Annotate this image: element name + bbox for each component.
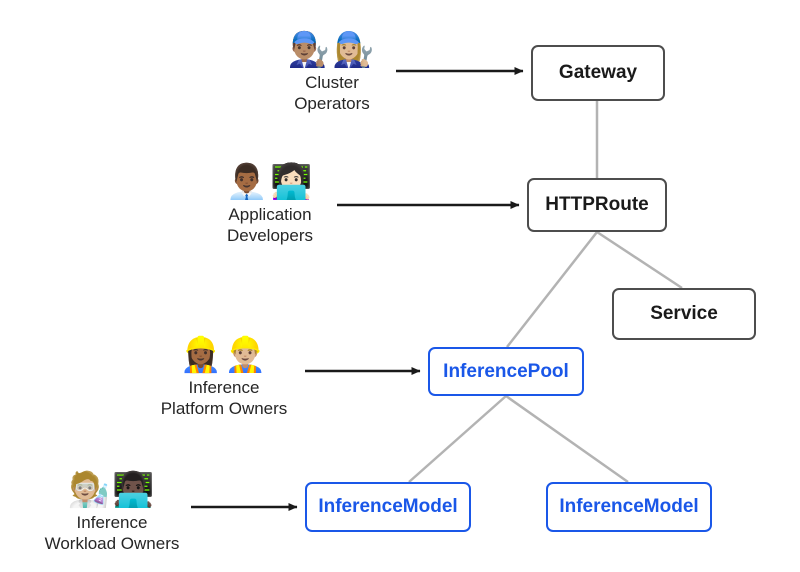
node-gateway-label: Gateway [558, 62, 638, 83]
node-inferencemodel-right-label: InferenceModel [559, 496, 699, 517]
node-inferencemodel-left[interactable]: InferenceModel [305, 482, 471, 532]
persona-cluster-operators: 👨🏽‍🔧👩🏼‍🔧 Cluster Operators [232, 30, 432, 114]
office-worker-technologist-pair-icon: 👨🏾‍💼👩🏻‍💻 [225, 162, 315, 202]
persona-application-developers-label: Application Developers [227, 205, 313, 245]
edge-httproute-inferencepool [506, 231, 598, 348]
persona-cluster-operators-label: Cluster Operators [294, 73, 370, 113]
construction-worker-pair-icon: 👷🏾‍♀️👷🏼‍♂️ [179, 335, 269, 375]
persona-application-developers: 👨🏾‍💼👩🏻‍💻 Application Developers [170, 162, 370, 246]
persona-inference-platform-owners-label: Inference Platform Owners [160, 378, 288, 418]
node-service[interactable]: Service [612, 288, 756, 340]
edge-inferencepool-inferencemodel-right [505, 394, 629, 484]
node-inferencepool-label: InferencePool [443, 360, 569, 382]
edge-inferencepool-inferencemodel-left [408, 395, 507, 483]
node-inferencemodel-right[interactable]: InferenceModel [546, 482, 712, 532]
node-inferencemodel-left-label: InferenceModel [318, 496, 458, 517]
node-service-label: Service [650, 303, 718, 324]
persona-inference-workload-owners: 🧑🏼‍🔬👨🏿‍💻 Inference Workload Owners [12, 470, 212, 554]
mechanic-pair-icon: 👨🏽‍🔧👩🏼‍🔧 [287, 30, 377, 70]
node-gateway[interactable]: Gateway [531, 45, 665, 101]
persona-inference-platform-owners: 👷🏾‍♀️👷🏼‍♂️ Inference Platform Owners [124, 335, 324, 419]
edge-httproute-service [596, 230, 683, 290]
scientist-technologist-pair-icon: 🧑🏼‍🔬👨🏿‍💻 [67, 470, 157, 510]
node-inferencepool[interactable]: InferencePool [428, 347, 584, 396]
node-httproute[interactable]: HTTPRoute [527, 178, 667, 232]
node-httproute-label: HTTPRoute [545, 194, 649, 215]
persona-inference-workload-owners-label: Inference Workload Owners [44, 513, 180, 553]
